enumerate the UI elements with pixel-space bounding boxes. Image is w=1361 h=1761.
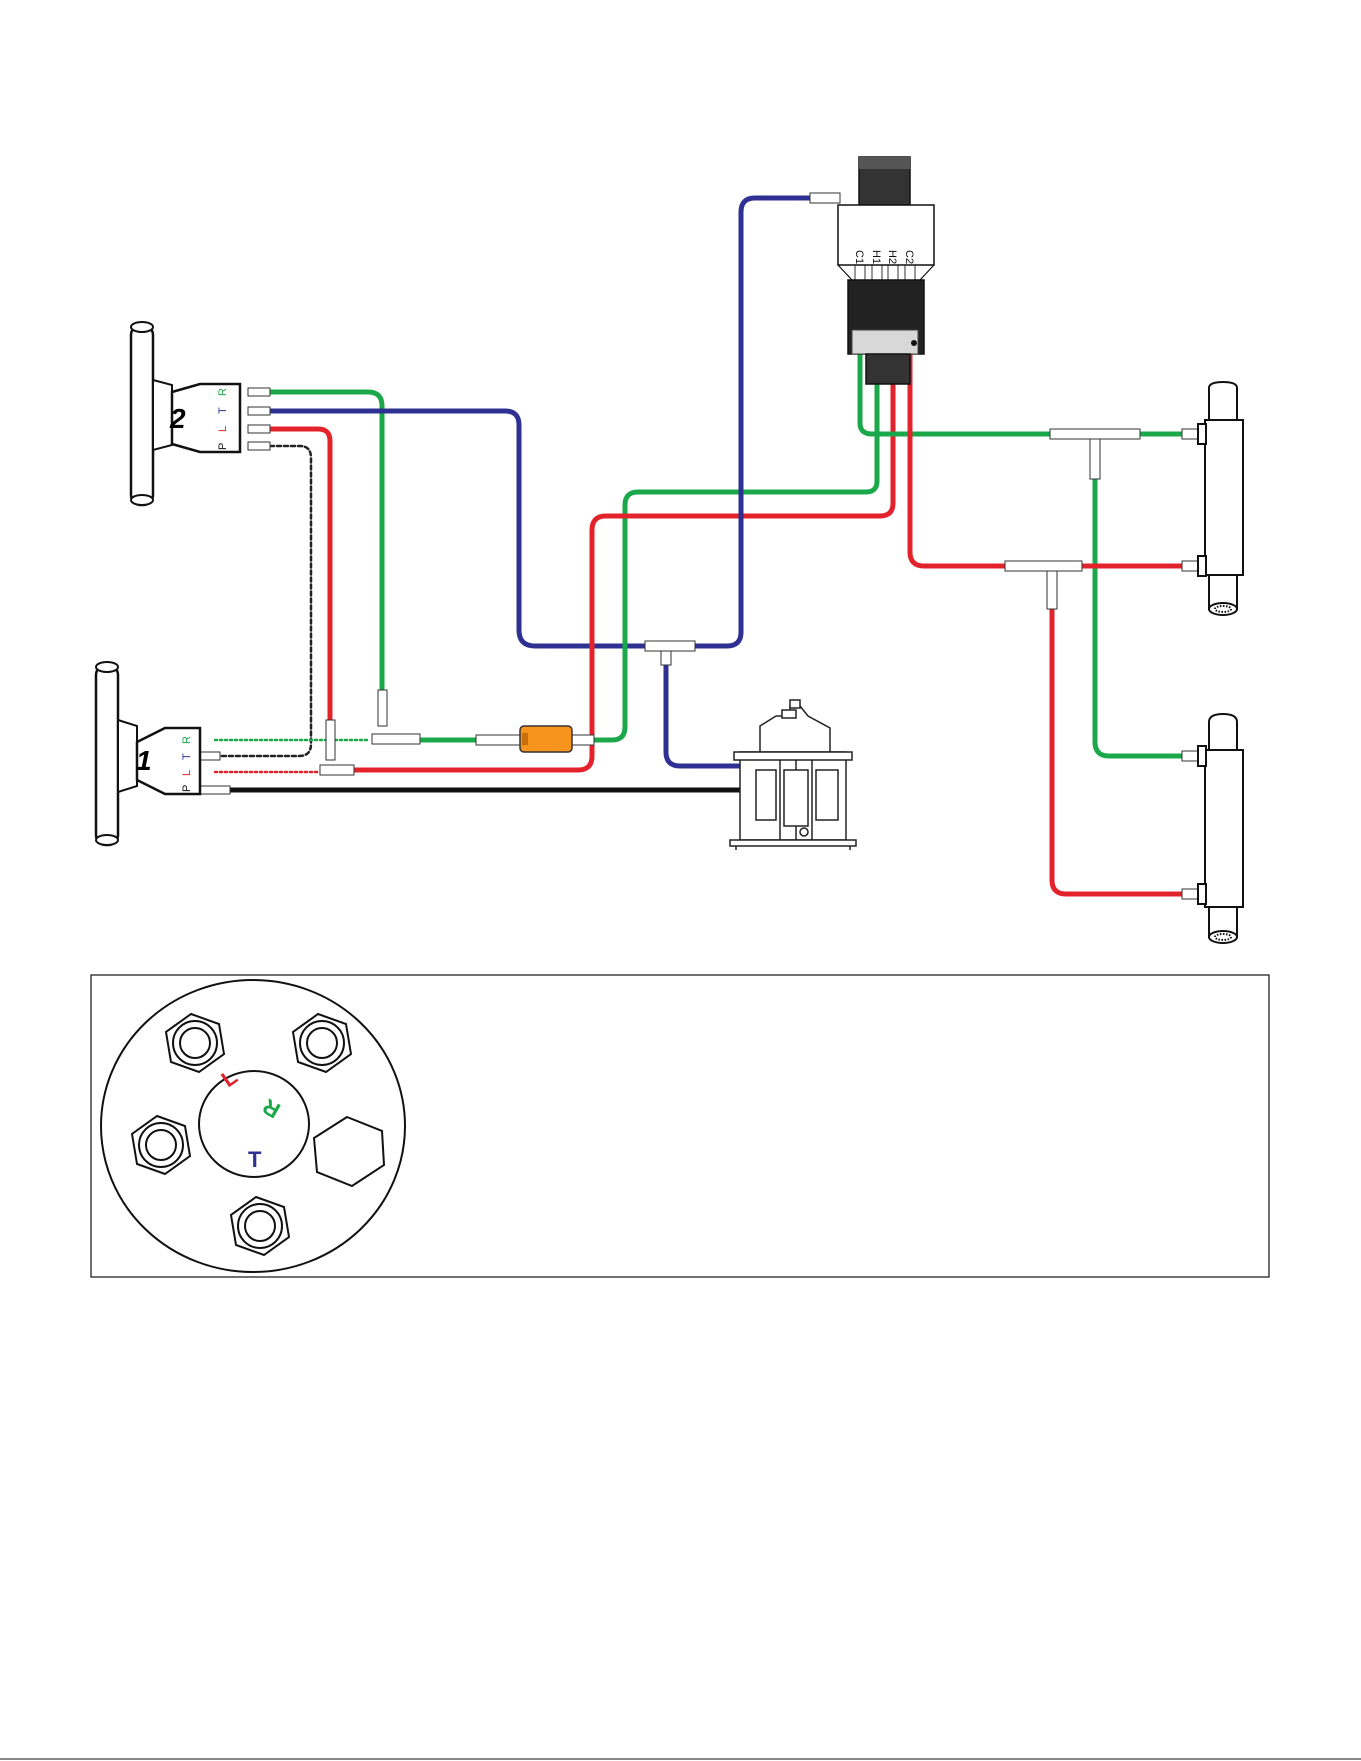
fitting-cyl2-red [1182, 889, 1198, 899]
valve-port-c1: C1 [853, 250, 865, 264]
helm2-port-p: P [217, 443, 229, 450]
fitting-helm2-l [248, 425, 270, 433]
tee-blue [645, 641, 695, 651]
cylinder-1-rod-end [1209, 603, 1237, 615]
hose-black-dashed-helm2-p [215, 446, 311, 756]
port-detail-inset: L R T [91, 975, 1269, 1277]
helm-1: 1 R T L P [96, 662, 200, 845]
fitting-green-cyl-drop [1090, 439, 1100, 479]
tee-red-cylinder [1005, 561, 1082, 571]
inset-port-label-t: T [248, 1147, 262, 1172]
cylinder-2-body [1205, 750, 1243, 907]
fitting-green-vertical [378, 690, 387, 726]
helm1-port-r: R [181, 736, 193, 744]
fitting-orange-left [476, 735, 522, 745]
hose-red-helm2-l [270, 429, 330, 720]
cylinder-1-body [1205, 420, 1243, 575]
fitting-helm2-t [248, 407, 270, 415]
hose-green-main [420, 300, 877, 740]
fitting-helm2-r [248, 388, 270, 396]
helm1-number: 1 [136, 745, 152, 776]
valve-body [838, 205, 934, 265]
fitting-red-cyl-drop [1047, 571, 1057, 609]
helm1-port-l: L [181, 770, 193, 776]
helm1-port-p: P [181, 785, 193, 792]
helm2-port-l: L [217, 426, 229, 432]
valve-port-c2: C2 [903, 250, 915, 264]
helm2-port-t: T [217, 407, 229, 414]
helm2-port-r: R [217, 388, 229, 396]
tee-red-helm [320, 765, 354, 775]
valve-bottom-block [866, 354, 910, 384]
fittings [200, 193, 1198, 899]
hydraulic-cylinder-1 [1198, 382, 1243, 615]
hose-red-cyl2 [1052, 608, 1190, 894]
fitting-red-vertical [326, 720, 335, 760]
fitting-blue-vertical [661, 651, 671, 665]
fitting-cyl2-green [1182, 751, 1198, 761]
tee-green-cylinder [1050, 429, 1140, 439]
helm1-wheel [96, 665, 118, 845]
hose-green-helm2-r [270, 392, 382, 690]
helm1-port-t: T [181, 753, 193, 760]
valve-port-h2: H2 [886, 250, 898, 264]
fitting-helm2-p [248, 442, 270, 450]
valve-port-h1: H1 [870, 250, 882, 264]
tee-green-helm [372, 734, 420, 744]
hose-blue-main [690, 198, 810, 646]
hose-red-main [350, 300, 893, 770]
valve-block: C1 H1 H2 C2 [838, 157, 934, 384]
fitting-helm1-p [200, 786, 230, 794]
fitting-cyl1-red [1182, 561, 1198, 571]
fitting-valve-top [810, 193, 840, 203]
hose-green-cyl2 [1095, 478, 1190, 756]
helm2-number: 2 [169, 403, 186, 434]
orange-check-valve [520, 726, 572, 752]
helm2-wheel [131, 325, 153, 505]
fitting-orange-right [572, 735, 594, 745]
cylinder-2-rod-end [1209, 931, 1237, 943]
helm-2: 2 R T L P [131, 322, 240, 505]
hydraulic-cylinder-2 [1198, 714, 1243, 943]
hose-lines [215, 198, 1190, 894]
hose-blue-pump [666, 660, 748, 766]
fitting-helm1-t [200, 752, 220, 760]
pump-unit [730, 700, 856, 850]
fitting-cyl1-green [1182, 429, 1198, 439]
